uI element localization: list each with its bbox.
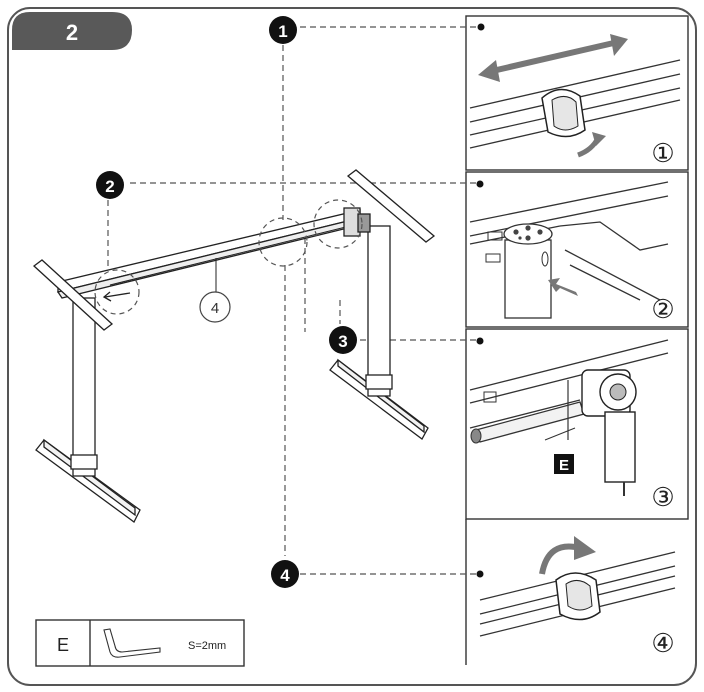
double-arrow-icon bbox=[478, 34, 628, 82]
callout-2: 2 bbox=[96, 171, 124, 199]
allen-key-icon bbox=[103, 628, 161, 658]
panel-1-illustration: ① bbox=[469, 34, 681, 168]
left-circle-arrow bbox=[102, 291, 131, 302]
frame-part-number: 4 bbox=[211, 300, 219, 317]
step-number: 2 bbox=[66, 20, 78, 45]
page-frame bbox=[7, 7, 697, 686]
callout-3-label: 3 bbox=[338, 332, 347, 351]
panel-4-number: ④ bbox=[651, 628, 674, 658]
callout-4-label: 4 bbox=[280, 566, 290, 585]
parts-table-spec: S=2mm bbox=[188, 640, 226, 652]
desk-frame-drawing bbox=[32, 169, 436, 523]
panel-2-illustration: ② bbox=[469, 181, 675, 324]
parts-table-letter: E bbox=[57, 635, 69, 655]
leader-lines bbox=[107, 26, 480, 575]
column-top-icon bbox=[503, 223, 553, 245]
detail-circles bbox=[94, 199, 363, 315]
panel-3-part-label: E bbox=[554, 454, 574, 474]
panel-3-illustration: E ③ bbox=[469, 339, 675, 512]
panel-3-number: ③ bbox=[651, 482, 674, 512]
callout-2-label: 2 bbox=[105, 177, 114, 196]
insert-arrow-icon bbox=[548, 278, 578, 296]
panel-2-number: ② bbox=[651, 294, 674, 324]
detail-column bbox=[465, 15, 689, 665]
panel-1-number: ① bbox=[651, 138, 674, 168]
callout-1: 1 bbox=[269, 16, 297, 44]
panel-4-illustration: ④ bbox=[479, 536, 676, 658]
parts-table: E S=2mm bbox=[35, 619, 245, 667]
callout-3: 3 bbox=[329, 326, 357, 354]
leader-dots bbox=[476, 23, 485, 578]
frame-part-label: 4 bbox=[199, 291, 231, 323]
panel-3-part-letter: E bbox=[559, 457, 569, 474]
callout-4: 4 bbox=[271, 560, 299, 588]
step-badge: 2 bbox=[12, 12, 132, 50]
callout-1-label: 1 bbox=[278, 22, 287, 41]
